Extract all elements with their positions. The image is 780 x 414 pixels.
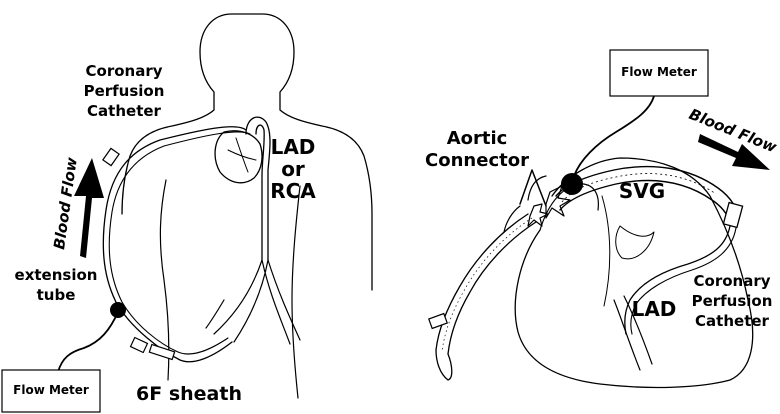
connector-label-line-1: Aortic	[447, 128, 508, 149]
blood-flow-label-left: Blood Flow	[50, 156, 81, 250]
tube-end	[436, 350, 452, 380]
coronary-perfusion-catheter	[103, 127, 246, 362]
graft-clamp	[723, 203, 742, 228]
flow-meter-label: Flow Meter	[13, 383, 89, 397]
right-catheter-label-line-3: Catheter	[695, 312, 769, 330]
heart	[215, 131, 262, 183]
right-catheter-label-line-1: Coronary	[694, 272, 771, 290]
heart-surface-detail	[602, 196, 654, 306]
flexible-tube-top	[436, 214, 528, 350]
flexible-tube-bottom	[448, 222, 536, 354]
tube-end-clamp	[429, 314, 447, 329]
right-blood-flow-label: Blood Flow	[687, 105, 780, 156]
body-side-right	[292, 186, 300, 398]
svg-graft-label: SVG	[619, 179, 665, 203]
meter-wire	[58, 312, 118, 372]
right-catheter-label-line-2: Perfusion	[692, 292, 773, 310]
aorta	[246, 117, 270, 260]
catheter-label-line-2: Perfusion	[84, 82, 165, 100]
iliac-arteries	[206, 260, 300, 344]
right-meter-wire	[574, 96, 654, 176]
right-flow-meter-label: Flow Meter	[621, 65, 697, 79]
vessel-label-line-3: RCA	[270, 179, 316, 203]
lad-label: LAD	[632, 297, 677, 321]
left-panel: Flow Meter Coronary Perfusion Catheter L…	[2, 14, 372, 412]
aortic-connector-star-left	[528, 204, 548, 226]
heart-detail	[228, 138, 256, 172]
catheter-inner-line	[109, 132, 250, 354]
catheter-label-line-3: Catheter	[87, 102, 161, 120]
body-outline	[122, 14, 372, 290]
right-panel: Flow Meter Aortic Connector Blood Flow S…	[425, 50, 779, 387]
right-flow-sensor-dot	[561, 173, 583, 195]
extension-tube-label-line-2: tube	[37, 286, 76, 304]
connector-label-line-2: Connector	[425, 150, 529, 171]
vessel-label-line-1: LAD	[271, 135, 316, 159]
catheter-connector-top	[103, 148, 119, 165]
catheter-connector-bottom	[131, 338, 148, 353]
sheath-label: 6F sheath	[136, 383, 242, 405]
extension-tube-label-line-1: extension	[15, 266, 98, 284]
flow-sensor-dot	[110, 302, 126, 318]
vessel-label-line-2: or	[281, 157, 305, 181]
catheter-label-line-1: Coronary	[86, 62, 163, 80]
sheath-hub	[149, 344, 174, 359]
connector-pointer-lines	[520, 170, 546, 206]
